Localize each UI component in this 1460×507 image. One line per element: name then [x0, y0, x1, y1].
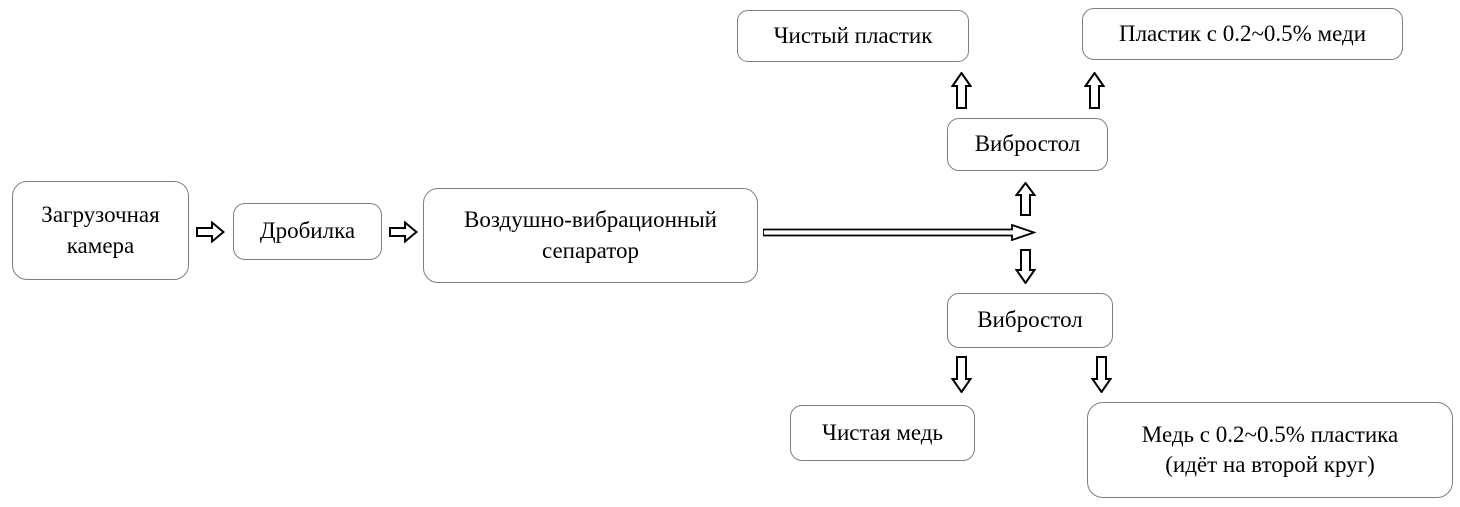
node-vibro-table-top: Вибростол — [947, 118, 1108, 171]
node-separator: Воздушно-вибрационный сепаратор — [423, 188, 758, 283]
arrow-up-icon — [951, 72, 972, 109]
arrow-up-icon — [1084, 72, 1105, 109]
node-clean-copper-label: Чистая медь — [822, 419, 943, 445]
node-vibro-table-bottom: Вибростол — [947, 293, 1113, 348]
arrow-right-long-icon — [763, 224, 1036, 241]
node-plastic-with-copper: Пластик с 0.2~0.5% меди — [1082, 8, 1403, 60]
node-vibro-table-bottom-label: Вибростол — [977, 307, 1083, 333]
node-clean-plastic: Чистый пластик — [737, 10, 969, 62]
node-plastic-with-copper-label: Пластик с 0.2~0.5% меди — [1118, 20, 1367, 46]
arrow-right-icon — [196, 221, 225, 243]
node-clean-copper: Чистая медь — [790, 405, 975, 461]
arrow-down-icon — [1091, 356, 1112, 393]
node-loading-chamber-label: Загрузочная камера — [41, 202, 160, 258]
node-crusher: Дробилка — [233, 203, 382, 260]
node-loading-chamber: Загрузочная камера — [12, 181, 189, 280]
arrow-up-icon — [1015, 182, 1036, 216]
node-copper-with-plastic: Медь с 0.2~0.5% пластика (идёт на второй… — [1087, 402, 1453, 498]
node-vibro-table-top-label: Вибростол — [974, 131, 1081, 157]
arrow-down-icon — [1015, 249, 1036, 284]
arrow-right-icon — [389, 221, 418, 243]
node-crusher-label: Дробилка — [259, 218, 356, 244]
node-separator-label: Воздушно-вибрационный сепаратор — [464, 207, 717, 263]
node-copper-with-plastic-label: Медь с 0.2~0.5% пластика (идёт на второй… — [1141, 421, 1399, 477]
arrow-down-icon — [951, 356, 972, 393]
node-clean-plastic-label: Чистый пластик — [773, 22, 933, 48]
